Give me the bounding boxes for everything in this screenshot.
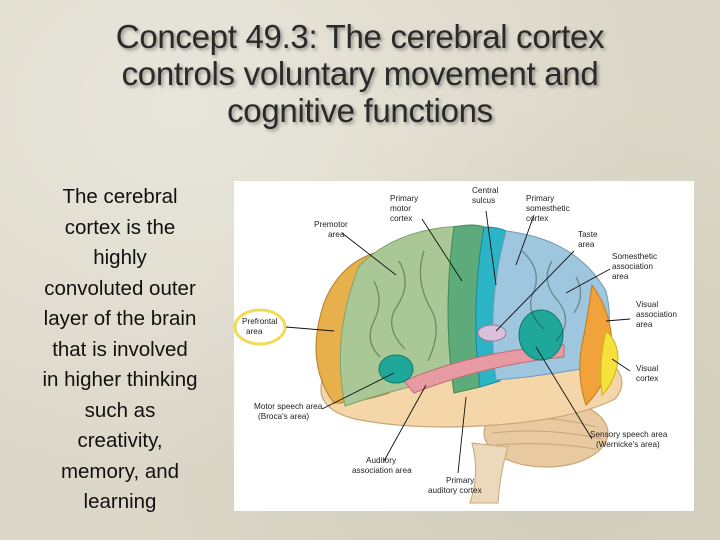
body-line: convoluted outer [44, 276, 196, 300]
body-line: in higher thinking [42, 368, 198, 391]
body-line: creativity, [77, 429, 163, 452]
auditory-region [403, 344, 565, 394]
visual-cortex-region [600, 330, 619, 397]
prefrontal-highlight-circle [234, 308, 287, 346]
brainstem [469, 442, 509, 504]
body-line: that is involved [52, 337, 188, 361]
body-line: memory, and [60, 459, 180, 483]
brain-regions [234, 224, 623, 504]
wernicke-area [518, 309, 564, 361]
title-line: Concept 49.3: The cerebral cortex [115, 18, 605, 55]
leader-lines [285, 210, 631, 474]
body-line: cortex is the [64, 215, 176, 239]
label-wernicke: Sensory speech area(Wernicke's area) [590, 430, 668, 449]
broca-area [378, 354, 414, 384]
title-line: controls voluntary movement and [121, 55, 599, 92]
body-line: layer of the brain [43, 307, 197, 330]
body-line: highly [93, 246, 147, 269]
body-line: learning [83, 490, 157, 513]
body-paragraph: The cerebral cortex is the highly convol… [20, 182, 220, 518]
gyri-lines [369, 250, 582, 362]
label-broca: Motor speech area(Broca's area) [254, 402, 323, 421]
body-line: The cerebral [62, 185, 178, 208]
slide-title: Concept 49.3: The cerebral cortex contro… [40, 18, 680, 129]
title-line: cognitive functions [227, 92, 493, 129]
taste-area [477, 324, 507, 342]
body-line: such as [84, 398, 156, 422]
